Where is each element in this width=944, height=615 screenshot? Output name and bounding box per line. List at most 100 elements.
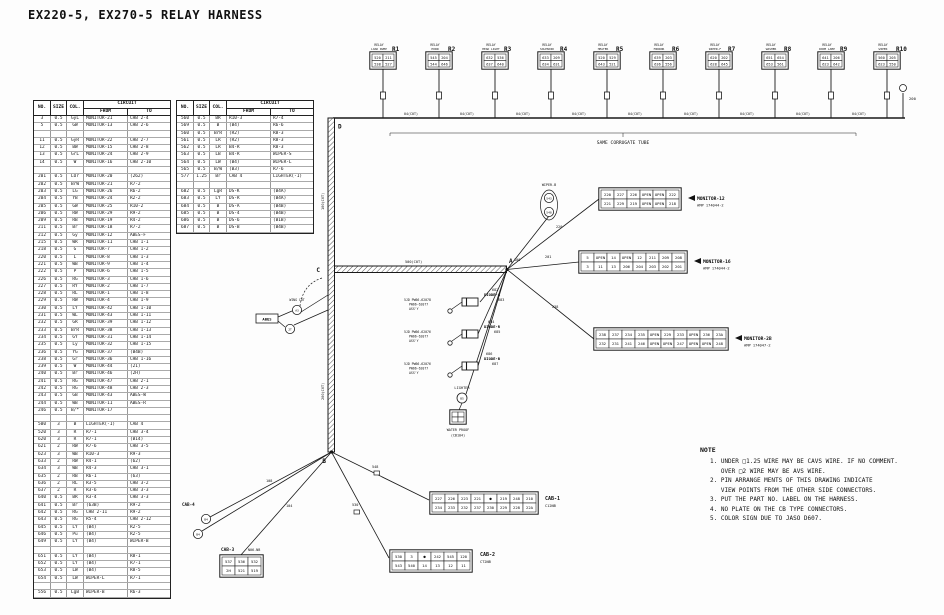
circuit-cell: MONITOR-36 [84,356,128,364]
ring-terminal [544,206,555,217]
circuit-cell: 0.5 [51,145,67,152]
pin-label: 208 [675,255,683,260]
pin-label: OPEN [689,332,699,337]
pin-label: 519 [251,568,259,573]
circuit-cell: CHB 2-12 [130,517,152,523]
circuit-cell [210,181,227,188]
circuit-cell: 652 [34,561,51,568]
relay-id: R8 [784,46,792,53]
circuit-cell: (21) [130,364,141,370]
wire-label: 04(C0T) [460,112,474,116]
circuit-cell: DS-B [227,225,271,232]
circuit-cell: R2-5 [130,531,141,537]
circuit-cell: 239 [34,364,51,371]
circuit-cell: 0.5 [51,196,67,203]
circuit-cell: R9-2 [130,502,141,508]
circuit-cell: R6-6 [273,123,284,129]
circuit-cell: 233 [34,327,51,334]
pin-label: OPEN [655,192,665,197]
circuit-cell: MONITOR-18 [84,225,128,232]
inline-connector [604,91,610,100]
ring-terminal [447,372,453,378]
circuit-cell [84,546,128,553]
circuit-cell: GW [67,123,84,130]
circuit-cell: G [67,247,84,254]
circuit-cell: 0.5 [194,188,210,196]
col-header-circuit: CIRCUIT [84,101,170,109]
circuit-cell: 0.5 [51,510,67,517]
circuit-cell: R8-5 [130,568,141,574]
circuit-cell: MONITOR-20 [84,174,128,181]
circuit-cell: RG [67,378,84,385]
circuit-cell: 683 [177,196,194,203]
circuit-cell: CHB 1-5 [130,269,149,275]
circuit-cell: MONITOR-22 [84,137,128,145]
circuit-cell [67,167,84,174]
wire-label: 100 [514,258,520,262]
circuit-cell: LR [210,145,227,152]
circuit-cell: MONITOR-42 [84,305,128,313]
circuit-cell: CHB 1-9 [130,298,149,304]
circuit-cell: 0.5 [51,364,67,371]
col-header-col: COL. [210,101,227,115]
pin-label: 237 [612,332,620,337]
col-header-to: TO [146,108,152,114]
circuit-cell: 246 [34,407,51,415]
circuit-cell: 14 [34,159,51,167]
pin-label: 241 [625,341,633,346]
arrow-icon [735,335,742,341]
circuit-cell: B [210,218,227,225]
circuit-cell: 238 [34,356,51,364]
ring-terminal [447,340,453,346]
circuit-cell: RB [67,218,84,225]
pin-label: 645 [721,62,728,66]
note-line: 5. COLOR SIGN DUE TO JASO D607. [710,515,822,522]
pin-label: 230 [487,505,495,510]
circuit-cell: 0.5 [51,232,67,240]
waterproof-connector [449,409,467,425]
pin-label: 248 [513,496,521,501]
circuit-cell: 0.5 [51,188,67,196]
wire-label: 04(C0T) [684,112,698,116]
pin-label: 561 [777,62,784,66]
pin-label: 236 [703,332,711,337]
circuit-cell: 0.5 [51,247,67,254]
relay-caption: RELAY [878,43,887,47]
circuit-cell: RB [67,473,84,480]
wire [451,301,463,310]
wire-label: 530 [352,503,358,507]
circuit-cell: YB [67,196,84,203]
circuit-cell: RW [67,444,84,451]
circuit-cell: WIPER-L [84,575,128,582]
wire [201,451,332,532]
inline-connector [884,91,890,100]
circuit-cell: R3-6 [84,488,128,495]
diode-body [461,329,479,339]
pin-label: 634 [542,62,549,66]
col-header-circuit-group: CIRCUIT FROM TO [84,101,170,115]
circuit-cell [84,167,128,174]
wire [277,320,286,328]
wire [239,451,332,557]
circuit-cell: (B1B) [273,218,287,224]
circuit-cell: ABES-R [130,400,146,406]
circuit-cell: 212 [34,232,51,240]
circuit-cell: LY [67,539,84,546]
pin-label: 22A [526,505,534,510]
circuit-cell: 236 [34,349,51,356]
ring-terminal [544,192,555,203]
pin-label: 620 [710,56,717,60]
